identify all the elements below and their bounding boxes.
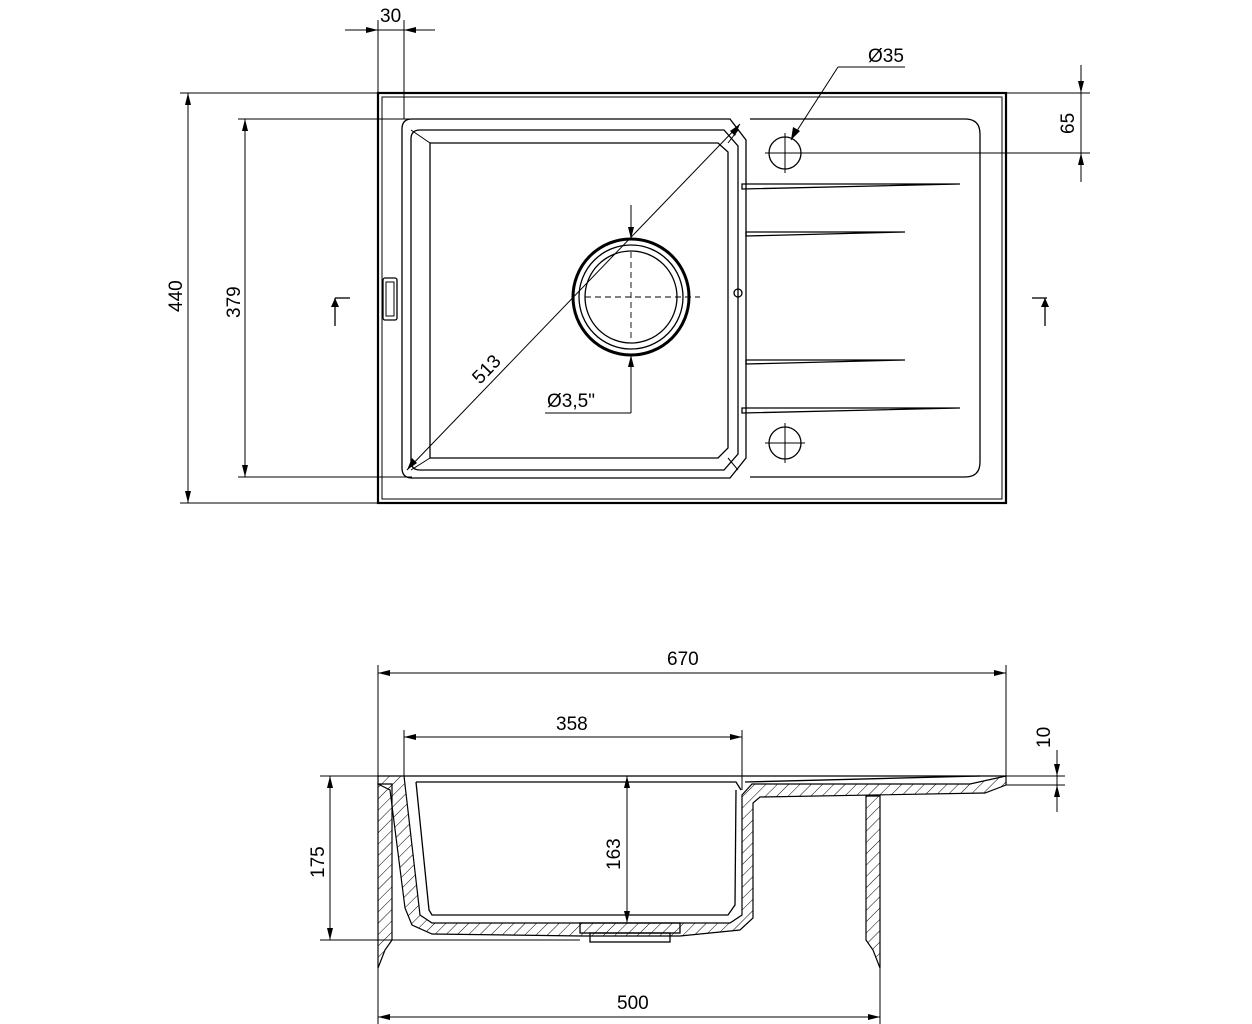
drainboard-rib	[741, 183, 961, 190]
dimension-label: 65	[1058, 113, 1079, 134]
dimension-label: 513	[468, 351, 505, 388]
bowl-outline	[401, 118, 747, 479]
dimension-label: 440	[166, 280, 187, 312]
dimension-label: 379	[224, 286, 245, 318]
dimension-label: 358	[556, 714, 588, 735]
dimension-label: Ø35	[868, 46, 904, 67]
section-view: 670 358 10 175 163 500	[308, 649, 1065, 1024]
dimension-label: 30	[380, 6, 401, 27]
top-view: 30 Ø35 65 440 379 513	[166, 6, 1090, 505]
drainboard-outline	[750, 118, 981, 478]
drainboard-rib	[745, 359, 906, 365]
dimension-label: 175	[308, 846, 329, 878]
dimension-label: 500	[617, 993, 649, 1014]
dimension-label: 10	[1034, 727, 1055, 748]
sink-outline	[376, 91, 1008, 505]
dimension-label: 163	[604, 838, 625, 870]
drainboard-rib	[741, 407, 961, 414]
drainboard-rib	[745, 231, 906, 237]
cabinet-wall-right	[865, 795, 881, 969]
dimension-label: 670	[667, 649, 699, 670]
dimension-label: Ø3,5"	[547, 391, 595, 412]
overflow-slot	[382, 277, 398, 321]
sink-section	[377, 775, 1007, 937]
